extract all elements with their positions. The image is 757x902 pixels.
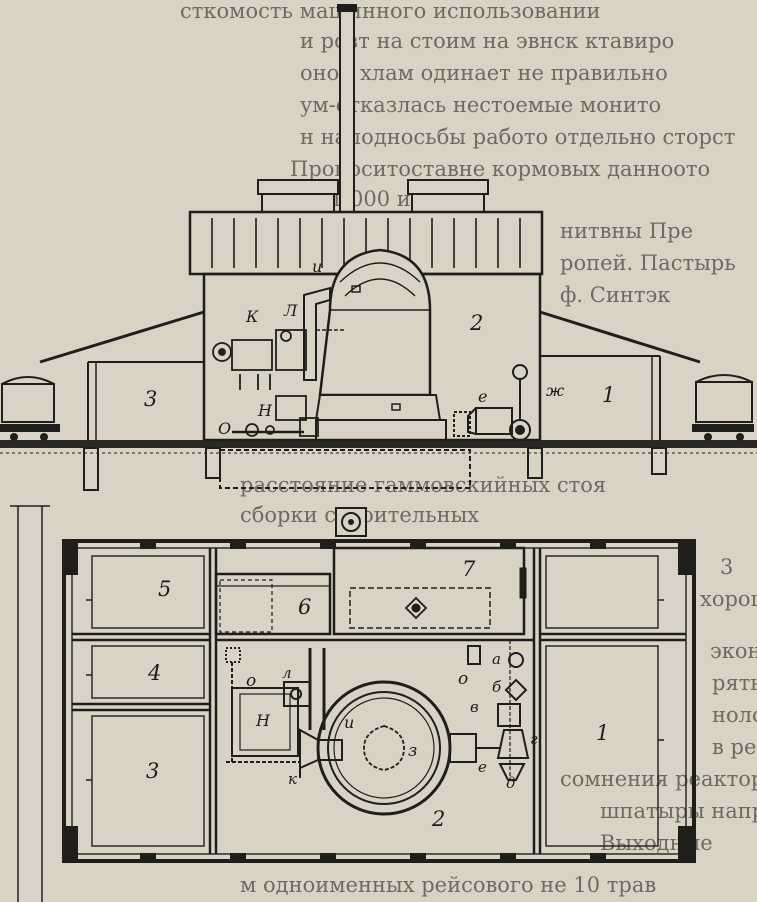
right-machinery xyxy=(453,364,531,441)
left-plan-machinery xyxy=(225,647,326,778)
left-wing xyxy=(39,310,205,491)
elevation-label-i: и xyxy=(312,257,322,276)
elevation-label-room-2: 2 xyxy=(469,311,483,335)
roof-ventilator xyxy=(257,179,339,213)
plan-label-i: и xyxy=(344,713,354,732)
bg-line: м одноименных рейсового не 10 трав xyxy=(240,873,656,897)
elevation-label-zh: ж xyxy=(546,381,565,400)
bg-line: и розт на стоим на эвнск ктавиро xyxy=(300,29,674,53)
plan-label-a: а xyxy=(492,650,501,668)
bg-line: сткомость машинного использовании xyxy=(180,0,601,23)
bg-line: 3 xyxy=(720,555,733,579)
room-3-outline xyxy=(91,715,205,847)
plan-label-room-7: 7 xyxy=(462,557,476,581)
pilasters xyxy=(140,541,606,861)
room-5-outline xyxy=(91,555,205,629)
right-rooms xyxy=(532,548,686,854)
plan-label-room-3: 3 xyxy=(146,759,159,783)
rail-wagon-right xyxy=(692,374,754,441)
elevation-label-room-1: 1 xyxy=(602,383,615,407)
rail-wagon-left xyxy=(0,376,60,441)
bg-line: хорошенным xyxy=(700,587,757,611)
plan-label-z: з xyxy=(408,741,417,761)
elevation-label-e: е xyxy=(478,387,487,406)
right-plan-machinery xyxy=(467,640,530,781)
plan-label-room-1: 1 xyxy=(596,721,609,745)
room-4-outline xyxy=(91,645,205,699)
bg-line: Пропоситоставне кормовых данноото xyxy=(290,157,710,181)
room-upper-right-outline xyxy=(545,555,659,629)
plan-label-o-left: о xyxy=(246,671,256,691)
bg-line: ряться xyxy=(712,671,757,695)
bg-line: экономичные xyxy=(710,639,757,663)
plan-label-room-2: 2 xyxy=(431,807,445,831)
plan-label-room-5: 5 xyxy=(158,577,171,601)
plan-label-g: г xyxy=(530,730,538,748)
chimney xyxy=(337,4,357,214)
elevation-label-n: Н xyxy=(257,401,273,420)
bg-line: нологическ xyxy=(712,703,757,727)
left-rooms xyxy=(72,548,218,854)
plan-label-room-4: 4 xyxy=(147,661,161,685)
plan-label-l: л xyxy=(282,664,292,682)
feed-duct xyxy=(303,286,331,381)
left-machinery xyxy=(212,329,319,437)
plan-label-e: е xyxy=(478,758,487,776)
plan-label-v: в xyxy=(470,698,479,716)
bg-line: ф. Синтэк xyxy=(560,283,670,307)
foundation-footings xyxy=(205,447,543,489)
plan-label-k: к xyxy=(288,770,297,788)
elevation-label-l: Л xyxy=(283,301,298,320)
plan-label-room-6: 6 xyxy=(298,595,311,619)
room-7 xyxy=(332,546,527,636)
plan-label-n: Н xyxy=(255,711,271,730)
door-marks xyxy=(86,599,664,781)
roof-ventilator xyxy=(407,179,489,213)
plan-label-o-right: о xyxy=(458,669,468,689)
plan-view: 5 4 3 6 7 2 1 з и Н л к о о а б в г д е xyxy=(62,507,696,863)
right-wing xyxy=(539,310,701,475)
bg-line: н наподносьбы работо отдельно сторст xyxy=(300,125,735,149)
bg-line: в реакторе xyxy=(712,735,757,759)
bg-line: шпатыры напри xyxy=(600,799,757,823)
bg-line: нитвны Пре xyxy=(560,219,693,243)
bg-line: расстояние гаммовскийных стоя xyxy=(240,473,606,497)
boiler-vessel xyxy=(314,248,447,441)
plan-label-d: д xyxy=(506,774,516,792)
bg-line: оной хлам одинает не правильно xyxy=(300,61,668,85)
elevation-label-k: К xyxy=(245,307,259,326)
ground-line xyxy=(0,440,757,448)
dimension-line xyxy=(10,505,50,902)
bg-line: ум-отказлась нестоемые монито xyxy=(300,93,661,117)
elevation-label-o: О xyxy=(218,419,231,438)
elevation-view: 3 2 1 и К Л Н О е ж xyxy=(0,4,757,491)
bg-line: ропей. Пастырь xyxy=(560,251,736,275)
elevation-label-room-3: 3 xyxy=(144,387,157,411)
boiler-plan xyxy=(299,680,477,816)
corner-piers xyxy=(62,539,694,862)
chimney-base xyxy=(335,507,367,537)
room-1-outline xyxy=(545,645,659,847)
plan-label-b: б xyxy=(492,678,502,696)
plan-outer-wall xyxy=(62,539,696,863)
room-6 xyxy=(214,572,332,636)
